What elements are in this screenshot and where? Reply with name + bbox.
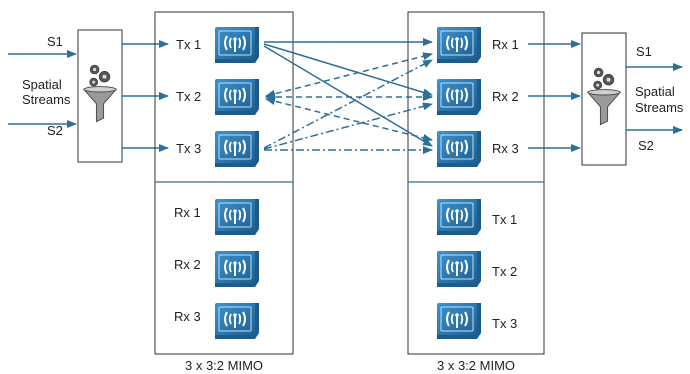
path-tx3-rx2	[263, 102, 433, 150]
antenna-icon	[435, 250, 483, 288]
left-device-caption: 3 x 3:2 MIMO	[185, 358, 263, 373]
right-rx2-label: Rx 2	[492, 89, 519, 104]
left-tx2-label: Tx 2	[176, 89, 201, 104]
right-spatial-label-line2: Streams	[635, 100, 684, 115]
antenna-icon	[213, 130, 261, 168]
right-rx3-label: Rx 3	[492, 141, 519, 156]
path-tx1-rx2	[263, 43, 433, 97]
right-output-s2-label: S2	[638, 138, 654, 153]
right-device-caption: 3 x 3:2 MIMO	[437, 358, 515, 373]
left-rx3-label: Rx 3	[174, 309, 201, 324]
right-tx2-label: Tx 2	[492, 264, 517, 279]
left-spatial-label-line1: Spatial	[22, 77, 62, 92]
left-tx1-label: Tx 1	[176, 37, 201, 52]
right-device: Rx 1 Rx 2 Rx 3 Tx 1 Tx 2 Tx 3	[407, 11, 545, 355]
antenna-icon	[213, 302, 261, 340]
left-rx2-label: Rx 2	[174, 257, 201, 272]
path-tx2-rx1	[265, 52, 433, 98]
right-spatial-label-line1: Spatial	[635, 84, 675, 99]
left-rx1-label: Rx 1	[174, 205, 201, 220]
antenna-icon	[435, 302, 483, 340]
antenna-icon	[435, 26, 483, 64]
signal-paths	[263, 38, 433, 154]
antenna-icon	[213, 198, 261, 236]
antenna-icon	[435, 130, 483, 168]
left-input-s2-label: S2	[47, 123, 63, 138]
left-spatial-label-line2: Streams	[22, 92, 71, 107]
left-processor	[77, 29, 123, 163]
left-device-box	[154, 11, 294, 355]
antenna-icon	[213, 78, 261, 116]
right-device-box	[407, 11, 545, 355]
right-processor	[581, 32, 627, 166]
path-tx2-rx3	[265, 97, 433, 142]
left-tx3-label: Tx 3	[176, 141, 201, 156]
right-rx1-label: Rx 1	[492, 37, 519, 52]
antenna-icon	[435, 198, 483, 236]
right-output-s1-label: S1	[636, 44, 652, 59]
antenna-icon	[213, 26, 261, 64]
right-tx1-label: Tx 1	[492, 212, 517, 227]
left-device: Tx 1 Tx 2 Tx 3 Rx 1 Rx 2 Rx 3	[154, 11, 294, 355]
antenna-icon	[435, 78, 483, 116]
right-tx3-label: Tx 3	[492, 316, 517, 331]
antenna-icon	[213, 250, 261, 288]
left-input-s1-label: S1	[47, 34, 63, 49]
